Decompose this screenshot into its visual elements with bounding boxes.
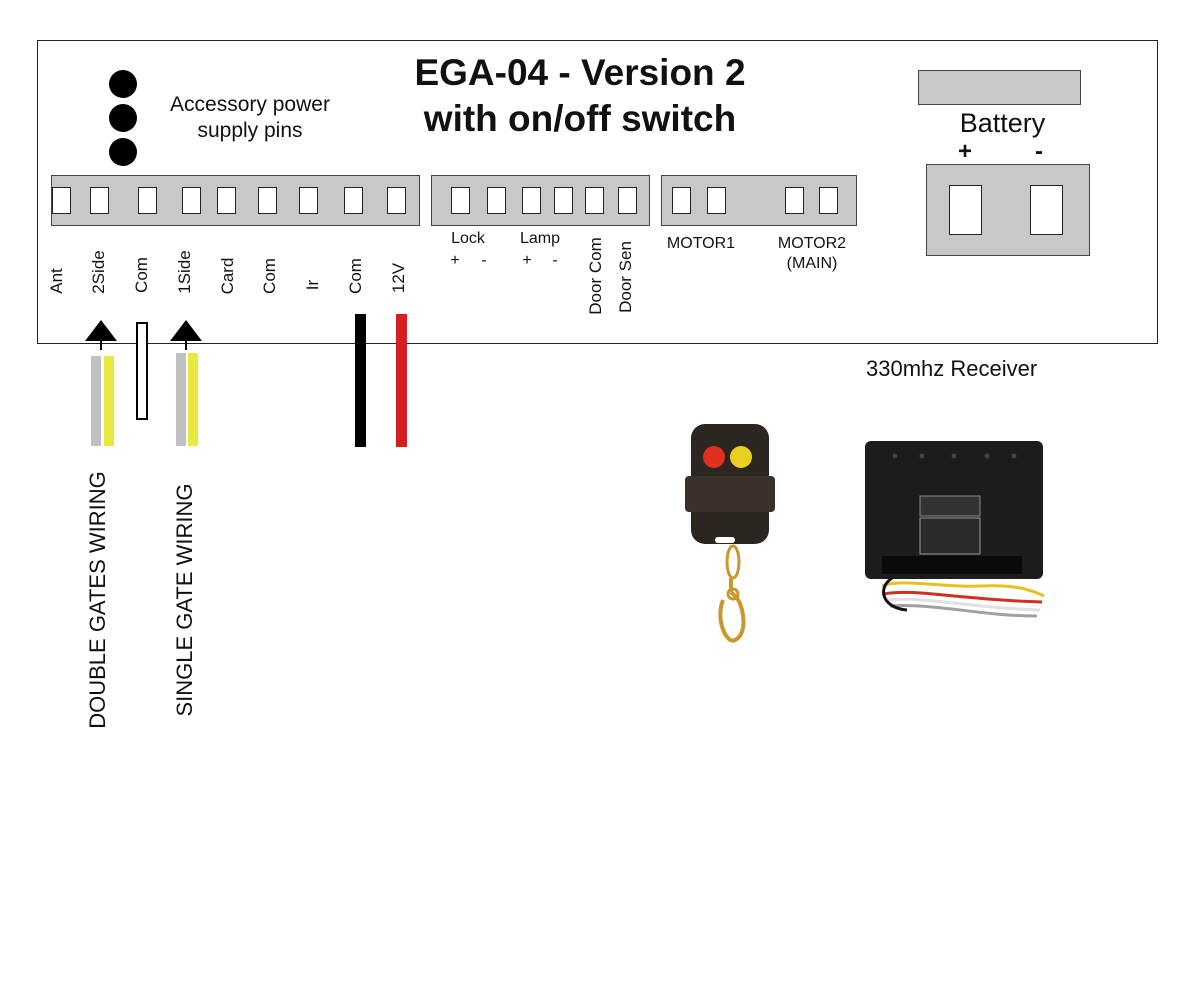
receiver-wire-black (882, 576, 908, 612)
keyring-loop (725, 544, 741, 580)
single-gate-arrow-icon (170, 320, 202, 341)
terminal-pin-2side (90, 187, 109, 214)
battery-plus-label: + (958, 138, 973, 165)
lock-label: Lock (451, 230, 485, 247)
accessory-label-line-2: supply pins (197, 119, 303, 142)
lobster-clasp-icon (718, 578, 746, 643)
terminal-pin-com (138, 187, 157, 214)
accessory-pin (109, 70, 137, 98)
receiver-screw (984, 453, 990, 459)
receiver-wire-white (886, 597, 1041, 612)
lamp-minus-label: - (552, 252, 558, 269)
battery-switch-bar (918, 70, 1081, 105)
motor1-label: MOTOR1 (666, 235, 736, 252)
terminal-pin-motor2-b (819, 187, 838, 214)
double-gates-wiring-label: DOUBLE GATES WIRING (85, 471, 110, 729)
terminal-pin-door-sen (618, 187, 637, 214)
receiver-label: 330mhz Receiver (866, 356, 1038, 381)
receiver-screw (919, 453, 925, 459)
terminal-pin-1side (182, 187, 201, 214)
wire-black-com (355, 314, 366, 447)
remote-control-image (685, 424, 775, 643)
receiver-screw (892, 453, 898, 459)
receiver-wire-yellow (881, 581, 1045, 598)
wire-grey-double (91, 356, 101, 446)
wire-yellow-single (188, 353, 198, 446)
terminal-pin-card (217, 187, 236, 214)
double-gate-arrow-icon (85, 320, 117, 341)
receiver-image (865, 441, 1045, 618)
lock-plus-label: + (450, 252, 460, 269)
title-line-1: EGA-04 - Version 2 (414, 52, 746, 93)
lock-minus-label: - (481, 252, 487, 269)
terminal-pin-lamp-minus (554, 187, 573, 214)
clasp-ring (726, 587, 740, 601)
accessory-pin (109, 138, 137, 166)
diagram-title: EGA-04 - Version 2 with on/off switch (340, 50, 820, 142)
terminal-pin-lock-minus (487, 187, 506, 214)
terminal-pin-motor1-a (672, 187, 691, 214)
remote-grip (685, 476, 775, 512)
terminal-pin-lock-plus (451, 187, 470, 214)
terminal-pin-motor2-a (785, 187, 804, 214)
receiver-slot (882, 556, 1022, 574)
receiver-label-panel (919, 517, 981, 555)
motor2-label-line-1: MOTOR2 (777, 235, 847, 252)
motor2-label-line-2: (MAIN) (786, 255, 838, 272)
receiver-wire-grey (889, 604, 1038, 618)
battery-terminal-minus (1030, 185, 1063, 235)
battery-terminal-plus (949, 185, 982, 235)
terminal-pin-ant (52, 187, 71, 214)
accessory-label-line-1: Accessory power (170, 93, 330, 116)
terminal-pin-motor1-b (707, 187, 726, 214)
accessory-label: Accessory power supply pins (150, 92, 350, 144)
dip-switch-block (919, 495, 981, 517)
remote-key-hole (715, 537, 735, 543)
wire-white-com (136, 322, 148, 420)
wire-yellow-double (104, 356, 114, 446)
battery-minus-label: - (1035, 138, 1043, 165)
terminal-pin-12v (387, 187, 406, 214)
remote-red-button-icon (703, 446, 725, 468)
lamp-label: Lamp (519, 230, 561, 247)
remote-yellow-button-icon (730, 446, 752, 468)
terminal-pin-ir (299, 187, 318, 214)
wire-grey-single (176, 353, 186, 446)
single-gate-wiring-label: SINGLE GATE WIRING (172, 483, 197, 717)
wire-red-12v (396, 314, 407, 447)
receiver-screw (951, 453, 957, 459)
terminal-pin-com (258, 187, 277, 214)
motor2-label: MOTOR2 (MAIN) (768, 234, 856, 274)
battery-label: Battery (959, 108, 1046, 138)
receiver-screw (1011, 453, 1017, 459)
receiver-wire-red (883, 590, 1043, 604)
terminal-pin-lamp-plus (522, 187, 541, 214)
terminal-pin-com (344, 187, 363, 214)
title-line-2: with on/off switch (423, 98, 737, 139)
terminal-pin-door-com (585, 187, 604, 214)
lamp-plus-label: + (522, 252, 532, 269)
accessory-pin (109, 104, 137, 132)
